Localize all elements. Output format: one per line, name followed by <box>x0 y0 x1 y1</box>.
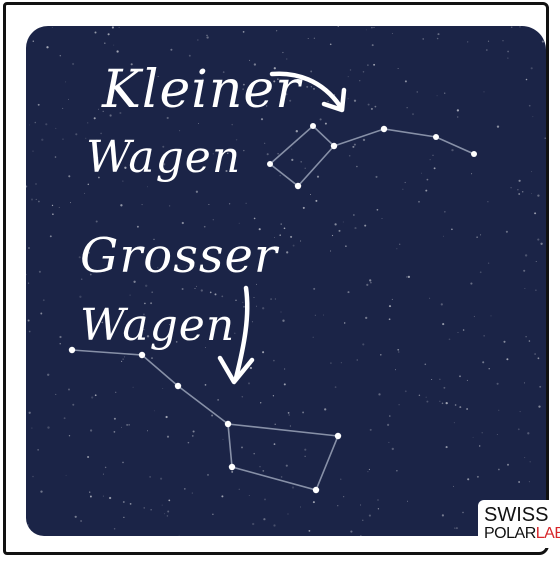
arrow-kleiner-icon <box>272 74 344 110</box>
grosser-star-2 <box>139 352 145 358</box>
kleiner-wagen-constellation <box>267 123 477 189</box>
grosser-star-5 <box>335 433 341 439</box>
grosser-star-6 <box>313 487 319 493</box>
kleiner-star-5 <box>310 123 316 129</box>
grosser-star-7 <box>229 464 235 470</box>
logo-lab: LAB <box>536 525 560 542</box>
grosser-star-3 <box>175 383 181 389</box>
logo-swiss: SWISS <box>484 504 548 527</box>
kleiner-star-3 <box>381 126 387 132</box>
kleiner-star-6 <box>267 161 273 167</box>
grosser-star-4 <box>225 421 231 427</box>
kleiner-star-7 <box>295 183 301 189</box>
grosser-wagen-constellation <box>69 347 341 493</box>
kleiner-star-2 <box>433 134 439 140</box>
logo-polarlab: POLARLAB <box>484 525 560 543</box>
logo-polar: POLAR <box>484 525 536 542</box>
grosser-star-1 <box>69 347 75 353</box>
night-sky-panel: Kleiner Wagen Grosser Wagen <box>26 26 546 536</box>
constellation-layer <box>26 26 546 536</box>
swiss-polar-lab-logo: SWISS POLARLAB <box>478 500 554 548</box>
arrow-grosser-icon <box>220 288 252 382</box>
kleiner-star-4 <box>331 143 337 149</box>
kleiner-star-1 <box>471 151 477 157</box>
